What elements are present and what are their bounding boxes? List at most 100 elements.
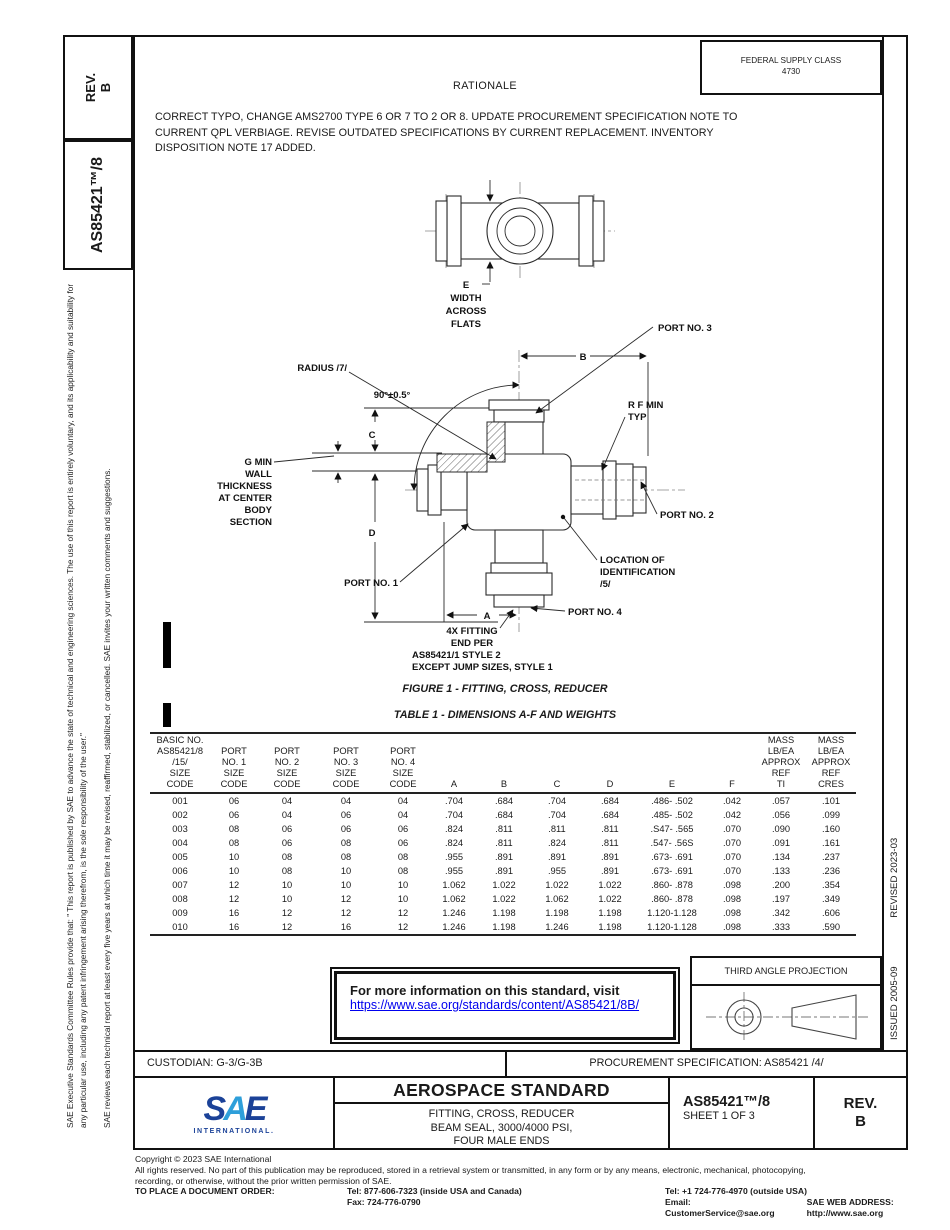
dimensions-table-wrap: BASIC NO. AS85421/8 /15/ SIZE CODE PORT … [150,732,856,936]
table-cell: 1.062 [442,894,466,904]
table-cell: 1.120-1.128 [647,922,697,932]
table-cell: 08 [281,852,293,862]
svg-text:TYP: TYP [628,412,647,423]
table-cell: .070 [722,852,742,862]
table-cell: 04 [281,796,293,806]
fax-number: Fax: 724-776-0790 [347,1197,421,1208]
table-cell: 1.198 [598,922,622,932]
table-cell: .101 [821,796,841,806]
info-box: For more information on this standard, v… [330,967,680,1044]
table-cell: 04 [340,796,352,806]
angle-label: 90°±0.5° [374,390,411,401]
title-rev-label: REV. [843,1095,878,1112]
standard-link[interactable]: https://www.sae.org/standards/content/AS… [350,998,640,1012]
table-cell: 1.246 [545,922,569,932]
fsc-code: 4730 [781,67,801,76]
table-cell: 04 [397,810,409,820]
logo-cell: SAE INTERNATIONAL. [135,1078,335,1148]
svg-text:ACROSS: ACROSS [446,306,487,317]
table-cell: .160 [821,824,841,834]
table-cell: .333 [771,922,791,932]
svg-text:EXCEPT JUMP SIZES, STYLE 1: EXCEPT JUMP SIZES, STYLE 1 [412,662,553,673]
table-cell: .704 [444,810,464,820]
g-min-label: G MIN [245,457,273,468]
sidebar-note-1-wrap: SAE Executive Standards Committee Rules … [64,272,94,1128]
table-cell: .684 [600,796,620,806]
revised-date: REVISED 2023-03 [889,837,900,918]
table-cell: .342 [771,908,791,918]
table-cell: 010 [172,922,188,932]
col-f: F [729,779,735,789]
web-address: SAE WEB ADDRESS: http://www.sae.org [806,1197,894,1218]
col-port2: PORT NO. 2 SIZE CODE [273,746,301,789]
table-cell: .955 [444,866,464,876]
table-cell: .057 [771,796,791,806]
svg-text:AS85421/1 STYLE 2: AS85421/1 STYLE 2 [412,650,501,661]
table-cell: 005 [172,852,188,862]
issued-date: ISSUED 2005-09 [889,966,900,1040]
svg-text:WIDTH: WIDTH [450,293,481,304]
doc-number-cell: AS85421™/8 SHEET 1 OF 3 [670,1078,815,1148]
col-b: B [500,779,508,789]
table-cell: 10 [340,880,352,890]
table-cell: 06 [340,824,352,834]
sae-logo: SAE INTERNATIONAL. [194,1092,275,1135]
col-mass-ti: MASS LB/EA APPROX REF TI [761,735,801,789]
table-cell: 1.022 [598,894,622,904]
table-cell: 1.198 [545,908,569,918]
table-cell: 08 [397,852,409,862]
issued-revised-wrap: ISSUED 2005-09 REVISED 2023-03 [884,37,906,1046]
change-bar-2 [163,703,171,727]
table-cell: .S47- .565 [650,824,694,834]
table-cell: 10 [281,894,293,904]
doc-number-box: AS85421™/8 [63,140,133,270]
table-cell: 16 [340,922,352,932]
tel-inside: Tel: 877-606-7323 (inside USA and Canada… [347,1186,522,1197]
table-cell: 06 [397,838,409,848]
figure-caption: FIGURE 1 - FITTING, CROSS, REDUCER [402,683,608,695]
svg-text:/5/: /5/ [600,579,611,590]
radius-label: RADIUS /7/ [297,363,347,374]
table-cell: 1.246 [442,908,466,918]
table-cell: 08 [281,866,293,876]
svg-text:THICKNESS: THICKNESS [217,481,272,492]
table-cell: 10 [340,866,352,876]
table-cell: 12 [228,880,240,890]
e-width-label: E [463,280,469,291]
title-doc-number: AS85421™/8 [683,1094,771,1110]
figure-labels: E WIDTH ACROSS FLATS PORT NO. 3 B RADIUS… [217,280,714,673]
table-cell: .098 [722,922,742,932]
table-cell: 12 [397,922,409,932]
table-cell: .811 [548,824,566,834]
sidebar-note-2-wrap: SAE reviews each technical report at lea… [101,272,116,1128]
doc-number-vertical: AS85421™/8 [89,156,106,254]
order-info: TO PLACE A DOCUMENT ORDER: Tel: 877-606-… [135,1186,910,1218]
col-port4: PORT NO. 4 SIZE CODE [389,746,417,789]
info-box-text: For more information on this standard, v… [350,983,620,998]
rationale-text: CORRECT TYPO, CHANGE AMS2700 TYPE 6 OR 7… [155,111,738,154]
table-cell: 006 [172,866,188,876]
table-cell: 1.198 [492,922,516,932]
svg-text:BODY: BODY [245,505,273,516]
title-block: SAE INTERNATIONAL. AEROSPACE STANDARD FI… [135,1078,906,1148]
table-cell: 08 [228,824,240,834]
table-cell: 08 [340,852,352,862]
table-cell: .099 [821,810,841,820]
table-cell: 10 [228,866,240,876]
table-cell: 04 [281,810,293,820]
logo-letter-e: E [244,1089,268,1128]
logo-letter-s: S [203,1089,227,1128]
rf-min-label: R F MIN [628,400,663,411]
rev-label: REV. [83,72,98,103]
col-mass-cres: MASS LB/EA APPROX REF CRES [811,735,851,789]
table-cell: 009 [172,908,188,918]
table-cell: .824 [547,838,567,848]
table-cell: 10 [397,894,409,904]
legal-text: All rights reserved. No part of this pub… [135,1164,806,1186]
svg-text:IDENTIFICATION: IDENTIFICATION [600,567,675,578]
table-cell: 008 [172,894,188,904]
table-cell: .811 [601,824,619,834]
